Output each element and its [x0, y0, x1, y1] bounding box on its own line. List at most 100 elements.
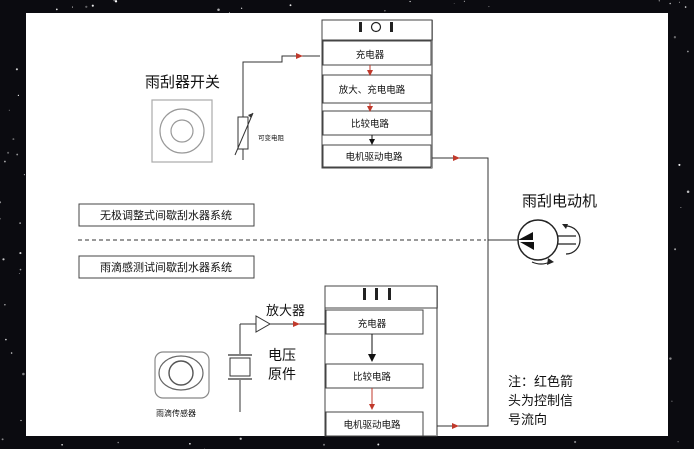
star-dot [686, 190, 690, 194]
wiper-motor-label: 雨刮电动机 [522, 192, 597, 210]
upper-output-arrow-icon [453, 155, 460, 161]
star-dot [7, 151, 10, 154]
star-dot [91, 4, 94, 7]
star-dot [673, 36, 677, 39]
star-dot [377, 443, 380, 446]
lower-system-title: 雨滴感测试间歇刮水器系统 [100, 260, 232, 274]
upper-block-driver-label: 电机驱动电路 [345, 151, 403, 163]
amplifier-symbol [240, 315, 272, 333]
star-dot [323, 443, 325, 446]
star-dot [12, 138, 15, 141]
star-dot [488, 6, 490, 8]
amplifier-label: 放大器 [266, 304, 305, 319]
upper-signal-arrow-icon [296, 53, 303, 59]
lower-panel-flow-arrows [368, 334, 376, 410]
star-dot [55, 8, 58, 11]
star-dot [680, 206, 682, 208]
star-dot [658, 0, 660, 2]
star-dot [289, 4, 292, 7]
upper-panel-latch-left [359, 22, 362, 32]
upper-panel-flow-arrows [367, 65, 375, 145]
upper-panel-indicator-icon [370, 21, 382, 33]
star-dot [684, 6, 687, 8]
lower-signal-arrow-icon [293, 321, 300, 327]
rain-sensor-label: 雨滴传感器 [156, 408, 196, 418]
star-dot [5, 338, 7, 341]
variable-resistor-symbol [234, 85, 254, 160]
star-dot [20, 419, 22, 422]
star-dot [217, 8, 220, 11]
lower-block-comparator [325, 363, 424, 389]
wiper-switch-label: 雨刮器开关 [145, 73, 220, 91]
star-dot [19, 268, 22, 271]
note-line1: 注：红色箭 [508, 374, 573, 390]
star-dot [17, 94, 20, 97]
star-dot [189, 442, 191, 445]
lower-control-panel: 充电器 比较电路 电机驱动电路 [324, 285, 438, 437]
lower-block-driver-label: 电机驱动电路 [343, 419, 401, 431]
lower-panel-latch-mid [375, 288, 378, 300]
star-dot [463, 0, 465, 2]
star-dot [678, 163, 681, 166]
piezo-label-line2: 原件 [268, 367, 296, 383]
star-dot [19, 252, 22, 255]
rain-sensor-icon [154, 351, 210, 399]
star-dot [574, 440, 577, 444]
star-dot [239, 437, 242, 440]
star-dot [228, 11, 230, 13]
star-dot [0, 201, 2, 204]
star-dot [240, 7, 243, 9]
star-dot [678, 1, 680, 3]
star-dot [15, 68, 18, 71]
upper-system-title-box [78, 203, 255, 227]
star-dot [18, 272, 20, 275]
piezo-element-symbol [228, 324, 252, 412]
lower-block-motor-driver [325, 411, 424, 437]
lower-panel-latch-left [363, 288, 366, 300]
star-dot [113, 0, 116, 2]
upper-system-title: 无极调整式间歇刮水器系统 [100, 208, 232, 222]
wiper-motor-icon [517, 219, 581, 265]
star-dot [117, 441, 119, 444]
star-dot [1, 438, 4, 441]
star-dot [687, 50, 689, 53]
upper-block-amplify-charge [322, 74, 432, 104]
lower-block-charger-label: 充电器 [358, 318, 387, 330]
star-dot [19, 222, 21, 224]
upper-block-charger [322, 40, 432, 66]
upper-block-comparator [322, 110, 432, 136]
star-dot [669, 2, 671, 5]
star-dot [4, 304, 6, 306]
upper-block-charger-label: 充电器 [356, 49, 385, 61]
upper-control-panel: 充电器 放大、充电电路 比较电路 电机驱动电路 [321, 19, 433, 169]
star-dot [85, 5, 88, 8]
lower-block-comparator-label: 比较电路 [353, 371, 392, 383]
upper-panel-latch-right [390, 22, 393, 32]
note-line3: 号流向 [508, 412, 547, 428]
star-dot [0, 217, 1, 220]
star-dot [3, 160, 6, 163]
star-dot [16, 153, 19, 156]
star-dot [384, 10, 386, 12]
star-dot [8, 109, 10, 111]
upper-block-motor-driver [322, 144, 432, 168]
variable-resistor-label: 可变电阻 [258, 133, 285, 142]
upper-control-wire [242, 55, 320, 85]
star-dot [677, 441, 679, 443]
lower-output-arrow-icon [452, 423, 459, 429]
star-dot [409, 0, 411, 3]
note-line2: 头为控制信 [508, 394, 573, 409]
star-dot [674, 248, 677, 251]
star-dot [671, 400, 673, 402]
upper-block-amplify-label: 放大、充电电路 [339, 84, 406, 96]
star-dot [61, 443, 63, 446]
star-dot [2, 258, 5, 261]
star-dot [23, 174, 25, 176]
lower-block-charger [325, 309, 424, 335]
star-dot [453, 3, 455, 4]
star-dot [10, 352, 13, 354]
lower-system-title-box [78, 255, 255, 279]
star-dot [71, 6, 74, 8]
wiper-switch-icon [151, 99, 213, 163]
